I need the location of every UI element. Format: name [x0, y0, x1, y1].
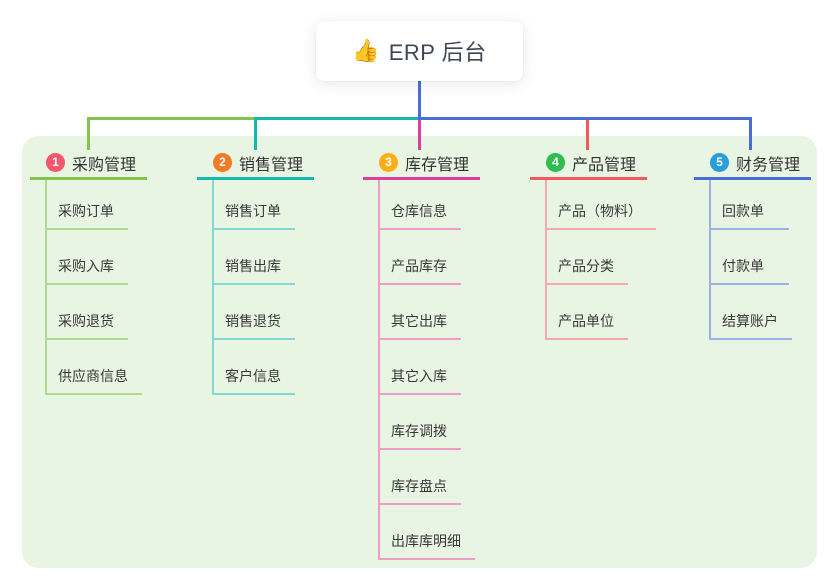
branch-node-purchase[interactable]: 1 采购管理: [30, 148, 147, 180]
child-node-inventory-5[interactable]: 库存盘点: [378, 469, 461, 505]
thumbs-up-icon: 👍: [352, 38, 380, 63]
child-node-product-1[interactable]: 产品分类: [545, 249, 628, 285]
child-node-purchase-2[interactable]: 采购退货: [45, 304, 128, 340]
branch-number-badge: 5: [710, 153, 729, 172]
branch-node-finance[interactable]: 5 财务管理: [694, 148, 811, 180]
connector-drop-product: [586, 117, 589, 150]
child-node-sales-1[interactable]: 销售出库: [212, 249, 295, 285]
branch-number-badge: 3: [379, 153, 398, 172]
child-node-purchase-0[interactable]: 采购订单: [45, 194, 128, 230]
child-node-inventory-6[interactable]: 出库库明细: [378, 524, 475, 560]
connector-bus-mid: [254, 117, 421, 120]
branch-number-badge: 4: [546, 153, 565, 172]
child-node-purchase-1[interactable]: 采购入库: [45, 249, 128, 285]
branch-node-label: 销售管理: [239, 156, 304, 174]
child-node-label: 客户信息: [225, 368, 281, 384]
child-node-inventory-3[interactable]: 其它入库: [378, 359, 461, 395]
child-node-label: 回款单: [722, 203, 764, 219]
child-node-label: 产品（物料）: [558, 203, 642, 219]
child-node-label: 库存调拨: [391, 423, 447, 439]
children-connector-purchase: [45, 180, 47, 395]
child-node-label: 采购入库: [58, 258, 114, 274]
child-node-finance-1[interactable]: 付款单: [709, 249, 789, 285]
child-node-label: 采购退货: [58, 313, 114, 329]
branch-node-label: 产品管理: [572, 156, 637, 174]
child-node-sales-2[interactable]: 销售退货: [212, 304, 295, 340]
child-node-label: 结算账户: [722, 313, 778, 329]
root-node[interactable]: 👍 ERP 后台: [316, 21, 523, 81]
mindmap-canvas: [22, 136, 817, 568]
connector-drop-inventory: [418, 117, 421, 150]
branch-node-product[interactable]: 4 产品管理: [530, 148, 647, 180]
child-node-product-0[interactable]: 产品（物料）: [545, 194, 656, 230]
child-node-label: 出库库明细: [391, 533, 461, 549]
connector-drop-purchase: [87, 117, 90, 150]
child-node-purchase-3[interactable]: 供应商信息: [45, 359, 142, 395]
child-node-label: 销售出库: [225, 258, 281, 274]
child-node-label: 其它出库: [391, 313, 447, 329]
children-connector-product: [545, 180, 547, 340]
child-node-label: 供应商信息: [58, 368, 128, 384]
connector-drop-sales: [254, 117, 257, 150]
child-node-inventory-0[interactable]: 仓库信息: [378, 194, 461, 230]
branch-node-label: 采购管理: [72, 156, 137, 174]
branch-number-badge: 1: [46, 153, 65, 172]
children-connector-finance: [709, 180, 711, 340]
child-node-inventory-2[interactable]: 其它出库: [378, 304, 461, 340]
child-node-label: 付款单: [722, 258, 764, 274]
branch-number-badge: 2: [213, 153, 232, 172]
child-node-label: 产品分类: [558, 258, 614, 274]
child-node-label: 产品库存: [391, 258, 447, 274]
child-node-finance-0[interactable]: 回款单: [709, 194, 789, 230]
branch-node-label: 财务管理: [736, 156, 801, 174]
root-stem-line: [418, 81, 421, 120]
connector-bus-left: [87, 117, 257, 120]
child-node-label: 库存盘点: [391, 478, 447, 494]
root-node-label: ERP 后台: [388, 40, 487, 65]
connector-drop-finance: [749, 117, 752, 150]
branch-node-sales[interactable]: 2 销售管理: [197, 148, 314, 180]
branch-node-label: 库存管理: [405, 156, 470, 174]
children-connector-sales: [212, 180, 214, 395]
child-node-sales-0[interactable]: 销售订单: [212, 194, 295, 230]
child-node-finance-2[interactable]: 结算账户: [709, 304, 792, 340]
child-node-label: 其它入库: [391, 368, 447, 384]
child-node-label: 采购订单: [58, 203, 114, 219]
connector-bus-right: [418, 117, 752, 120]
child-node-inventory-1[interactable]: 产品库存: [378, 249, 461, 285]
child-node-product-2[interactable]: 产品单位: [545, 304, 628, 340]
child-node-label: 产品单位: [558, 313, 614, 329]
children-connector-inventory: [378, 180, 380, 560]
branch-node-inventory[interactable]: 3 库存管理: [363, 148, 480, 180]
child-node-sales-3[interactable]: 客户信息: [212, 359, 295, 395]
child-node-label: 销售退货: [225, 313, 281, 329]
child-node-inventory-4[interactable]: 库存调拨: [378, 414, 461, 450]
child-node-label: 销售订单: [225, 203, 281, 219]
child-node-label: 仓库信息: [391, 203, 447, 219]
